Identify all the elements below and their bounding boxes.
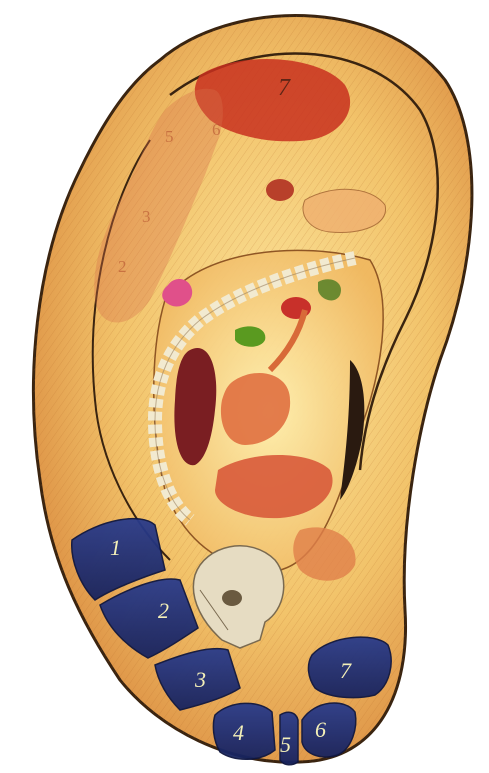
upper-organ [266,179,294,201]
zone-label-4: 4 [233,720,244,745]
zone-label-1: 1 [110,535,121,560]
zone-label-6: 6 [315,717,326,742]
hand-label-5: 5 [165,127,174,146]
zone-label-2: 2 [158,598,169,623]
zone-label-7: 7 [340,658,352,683]
hand-label-2: 2 [118,257,127,276]
top-zone-label: 7 [278,75,291,101]
zone-label-3: 3 [194,667,206,692]
zone-label-5: 5 [280,732,291,757]
hand-label-3: 3 [142,207,151,226]
foot-shape [303,189,386,232]
hand-label-6: 6 [212,120,221,139]
zone-4 [213,703,275,759]
